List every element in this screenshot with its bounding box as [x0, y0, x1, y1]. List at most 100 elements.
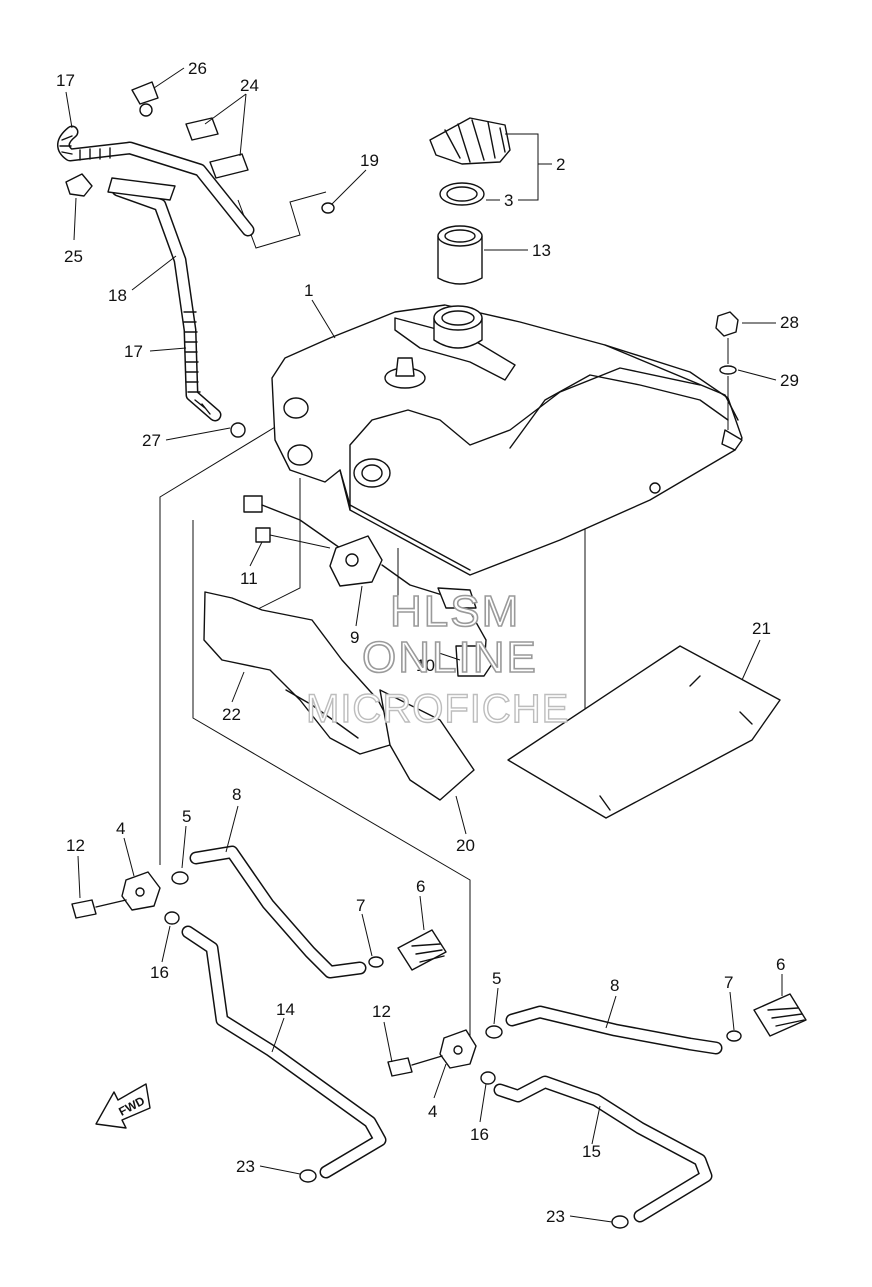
hose-joint-24a [185, 117, 219, 141]
clip-left-16 [164, 911, 180, 925]
heat-shield-22 [203, 591, 401, 755]
leader-8b [605, 995, 617, 1029]
leader-16b [479, 1083, 487, 1123]
hose-joint-24b [209, 153, 249, 179]
tank-plate [507, 645, 781, 819]
callout-26: 26 [188, 59, 207, 78]
leader-26 [153, 67, 185, 89]
fuel-hose-left-14 [181, 925, 387, 1183]
callout-15: 15 [582, 1142, 601, 1161]
fuel-tank-rear-contour [509, 374, 729, 449]
tank-nut-washer [715, 311, 739, 430]
leader-24b [239, 93, 247, 157]
fwd-arrow-shape [95, 1083, 151, 1129]
fuel-filter-right [726, 993, 807, 1042]
leader-16a [161, 925, 171, 963]
fuel-filter-left-body [397, 929, 447, 971]
callout-8: 8 [610, 976, 619, 995]
fuel-strainer-rim [437, 225, 483, 247]
callout-17: 17 [56, 71, 75, 90]
callout-8: 8 [232, 785, 241, 804]
heat-shield-lower [379, 689, 475, 801]
fuel-cock-left-hole [135, 887, 145, 897]
leader-5a [181, 825, 187, 869]
hose-clip-25 [65, 173, 93, 197]
leader-23b [569, 1215, 613, 1223]
callout-16: 16 [150, 963, 169, 982]
hose-clamps-top [65, 81, 335, 438]
sender-float [455, 645, 493, 677]
fuel-cock-left [71, 871, 189, 925]
leader-14 [271, 1017, 285, 1053]
callout-1: 1 [304, 281, 313, 300]
filler-neck [433, 305, 483, 349]
leader-2 [505, 133, 539, 201]
fuel-tank-pump-port-inner [361, 464, 383, 482]
callout-27: 27 [142, 431, 161, 450]
callout-6: 6 [776, 955, 785, 974]
leader-lines [65, 67, 783, 1223]
leader-20 [455, 795, 467, 835]
leader-4a [123, 837, 135, 877]
leader-10 [435, 651, 461, 661]
bolt-left [71, 899, 97, 919]
callout-4: 4 [428, 1102, 437, 1121]
fuel-hose-left-14-inner [183, 927, 385, 1177]
callout-17: 17 [124, 342, 143, 361]
hose-holder-26 [131, 81, 159, 105]
guide-line-right-tap [192, 520, 471, 1040]
hose-clip-27 [230, 422, 246, 438]
fuel-cap-gasket-inner [446, 186, 478, 202]
fuel-hose-right-15-inner [495, 1077, 711, 1221]
fuel-tank-mount-hole [649, 482, 661, 494]
hose-holder-26-ring [139, 103, 153, 117]
breather-hose-upper-inner [58, 127, 253, 235]
bolt-right [387, 1057, 413, 1077]
breather-hose-upper-corrugation [59, 135, 111, 161]
breather-hose-lower-inner [113, 185, 220, 420]
callout-6: 6 [416, 877, 425, 896]
clip-right-16 [480, 1071, 496, 1085]
callout-5: 5 [182, 807, 191, 826]
callout-7: 7 [724, 973, 733, 992]
filler-neck-rim [433, 305, 483, 331]
leader-12b [383, 1021, 393, 1063]
tank-nut [715, 311, 739, 337]
fuel-tank-boss-lower [287, 444, 313, 466]
sender-plate-hole [345, 553, 359, 567]
gasket-left [171, 871, 189, 885]
leader-24a [204, 93, 247, 125]
fuel-hose-right-15 [493, 1075, 713, 1229]
callout-18: 18 [108, 286, 127, 305]
screw-guide [269, 534, 331, 549]
leader-7a [361, 913, 373, 957]
guide-line-center [251, 478, 301, 613]
callout-labels: 17 26 24 25 19 2 3 13 18 1 28 17 29 27 1… [56, 59, 799, 1226]
leader-23a [259, 1165, 301, 1175]
breather-hose-sleeve [107, 177, 176, 201]
leader-1 [311, 299, 336, 339]
clip-left-7 [368, 956, 384, 968]
fuel-tank-body [271, 304, 743, 576]
bolt-right-shank [411, 1055, 443, 1066]
leader-6a [419, 895, 425, 931]
fuel-tank-saddle-edge [349, 367, 701, 511]
heat-shield-20 [379, 689, 475, 801]
fuel-strainer-opening [444, 229, 476, 243]
clip-left-23 [299, 1169, 317, 1183]
fuel-tank-rear-tab [721, 429, 743, 451]
leader-21 [741, 639, 761, 681]
leader-25 [73, 197, 77, 241]
leader-29 [737, 369, 777, 381]
fuel-cock-right-hole [453, 1045, 463, 1055]
callout-9: 9 [350, 628, 359, 647]
leader-12a [77, 855, 81, 899]
fuel-hose-left-8-inner [191, 847, 365, 977]
fuel-cap-ribs [444, 119, 506, 163]
clip-right-7 [726, 1030, 742, 1042]
leader-18 [131, 255, 177, 291]
callout-22: 22 [222, 705, 241, 724]
sender-wire [261, 504, 341, 549]
fuel-cock-right-body [439, 1029, 477, 1069]
